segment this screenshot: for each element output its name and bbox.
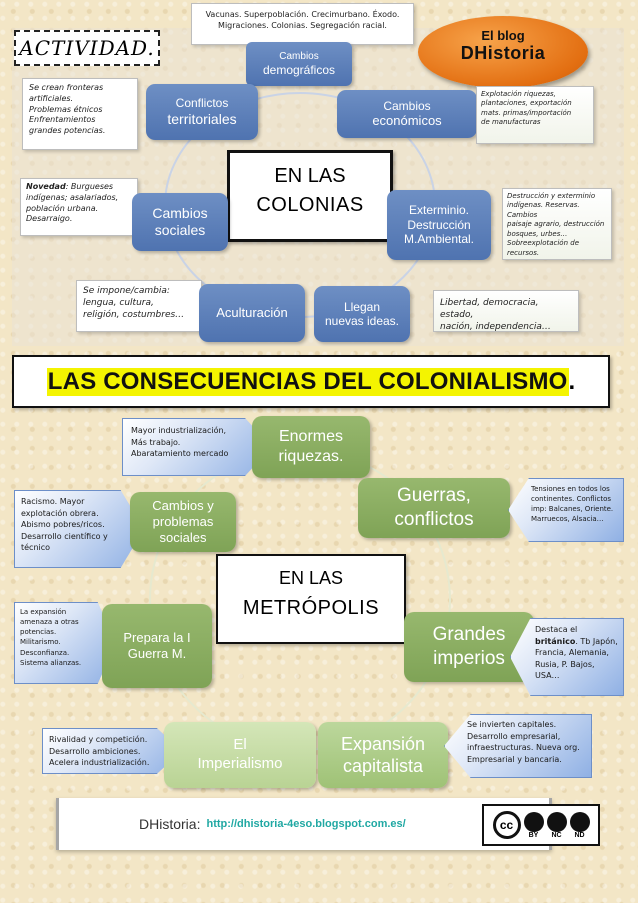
main-title-box: LAS CONSECUENCIAS DEL COLONIALISMO. <box>12 355 610 408</box>
node-cambios-sociales: Cambios sociales <box>132 193 228 251</box>
blog-line2: DHistoria <box>460 43 546 63</box>
cc-icon: cc <box>492 811 521 839</box>
cambios-arrow-callout: Racismo. Mayor explotación obrera. Abism… <box>14 490 144 568</box>
node-cambios-problemas-sociales: Cambios y problemas sociales <box>130 492 236 552</box>
node-guerras-conflictos: Guerras, conflictos <box>358 478 510 538</box>
node-aculturacion: Aculturación <box>199 284 305 342</box>
node-exterminio: Exterminio. Destrucción M.Ambiental. <box>387 190 491 260</box>
node-grandes-imperios: Grandes imperios <box>404 612 534 682</box>
blog-line1: El blog <box>481 28 525 43</box>
node-conflictos-territoriales: Conflictos territoriales <box>146 84 258 140</box>
footer-label: DHistoria: <box>139 816 201 832</box>
metropolis-center-box: EN LAS METRÓPOLIS <box>216 554 406 644</box>
node-imperialismo: El Imperialismo <box>164 722 316 788</box>
aculturacion-callout: Se impone/cambia: lengua, cultura, relig… <box>76 280 202 332</box>
footer-url-link[interactable]: http://dhistoria-4eso.blogspot.com.es/ <box>206 818 406 830</box>
cc-license-badge[interactable]: cc BY NC ND <box>482 804 600 846</box>
sociales-callout: Novedad: Burgueses indígenas; asalariado… <box>20 178 138 236</box>
nd-icon: ND <box>569 811 590 839</box>
riquezas-arrow-callout: Mayor industrialización, Más trabajo. Ab… <box>122 418 272 476</box>
nc-icon: NC <box>546 811 567 839</box>
exterminio-callout: Destrucción y exterminio indígenas. Rese… <box>502 188 612 260</box>
prepara-arrow-callout: La expansión amenaza a otras potencias. … <box>14 602 116 684</box>
node-prepara-guerra: Prepara la I Guerra M. <box>102 604 212 688</box>
guerras-arrow-callout: Tensiones en todos los continentes. Conf… <box>508 478 624 542</box>
node-cambios-demograficos: Cambios demográficos <box>246 42 352 86</box>
node-cambios-economicos: Cambios económicos <box>337 90 477 138</box>
activity-label: ACTIVIDAD. <box>14 30 160 66</box>
economicos-callout: Explotación riquezas, plantaciones, expo… <box>476 86 594 144</box>
by-icon: BY <box>523 811 544 839</box>
ideas-callout: Libertad, democracia, estado, nación, in… <box>433 290 579 332</box>
node-expansion-capitalista: Expansión capitalista <box>318 722 448 788</box>
blog-badge[interactable]: El blog DHistoria <box>418 16 588 88</box>
node-enormes-riquezas: Enormes riquezas. <box>252 416 370 478</box>
imperialismo-arrow-callout: Rivalidad y competición. Desarrollo ambi… <box>42 728 182 774</box>
expansion-arrow-callout: Se invierten capitales. Desarrollo empre… <box>444 714 592 778</box>
main-title: LAS CONSECUENCIAS DEL COLONIALISMO <box>46 367 569 396</box>
territoriales-callout: Se crean fronteras artificiales. Problem… <box>22 78 138 150</box>
footer-bar: DHistoria: http://dhistoria-4eso.blogspo… <box>56 798 552 850</box>
main-title-dot: . <box>568 367 576 395</box>
demograficos-callout: Vacunas. Superpoblación. Crecimurbano. É… <box>191 3 414 45</box>
node-nuevas-ideas: Llegan nuevas ideas. <box>314 286 410 342</box>
colonias-center-box: EN LAS COLONIAS <box>227 150 393 242</box>
imperios-arrow-callout: Destaca el británico. Tb Japón, Francia,… <box>510 618 624 696</box>
